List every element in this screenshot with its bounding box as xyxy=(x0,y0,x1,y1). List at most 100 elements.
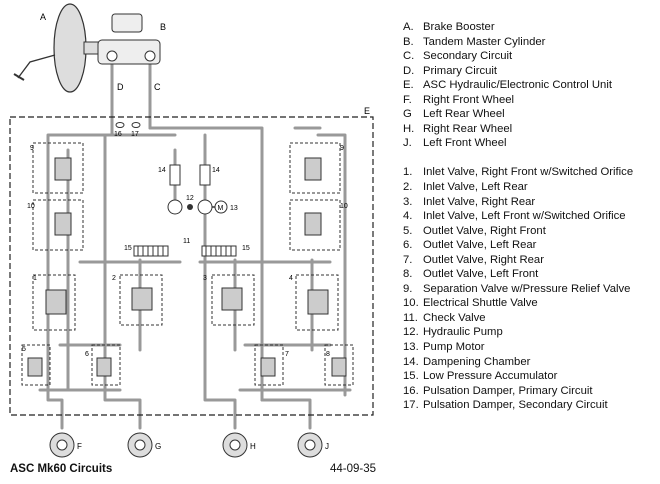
legend-text: Separation Valve w/Pressure Relief Valve xyxy=(423,282,631,295)
brake-booster xyxy=(13,3,101,93)
label-9a: 9 xyxy=(30,145,34,152)
legend-key: C. xyxy=(403,50,415,63)
label-6: 6 xyxy=(85,351,89,358)
legend-item: 7.Outlet Valve, Right Rear xyxy=(403,253,633,268)
legend-item: 2. Inlet Valve, Left Rear xyxy=(403,180,633,195)
legend-text: Outlet Valve, Right Front xyxy=(423,224,546,237)
legend-text: Outlet Valve, Right Rear xyxy=(423,253,544,266)
label-14b: 14 xyxy=(212,167,220,174)
label-D: D xyxy=(117,82,124,92)
low-pressure-accumulator-left xyxy=(133,245,169,257)
dampening-chamber-left xyxy=(169,164,181,186)
wheel-right-front xyxy=(49,432,75,458)
legend-key: 2. xyxy=(403,181,413,194)
legend-item: 6. Outlet Valve, Left Rear xyxy=(403,238,633,253)
figure-caption: ASC Mk60 Circuits xyxy=(10,463,113,475)
legend-item: 12. Hydraulic Pump xyxy=(403,325,633,340)
label-15a: 15 xyxy=(124,245,132,252)
legend-key: 6. xyxy=(403,239,413,252)
wheel-left-rear xyxy=(127,432,153,458)
hydraulic-lines xyxy=(38,58,352,430)
legend-key: 12. xyxy=(403,326,419,339)
legend-key: 15. xyxy=(403,370,419,383)
legend-item: 13.Pump Motor xyxy=(403,340,633,355)
legend-text: Inlet Valve, Left Rear xyxy=(423,181,528,194)
legend-key: 14. xyxy=(403,355,419,368)
legend-item: E.ASC Hydraulic/Electronic Control Unit xyxy=(403,78,633,93)
legend-text: Right Rear Wheel xyxy=(423,122,513,135)
label-14a: 14 xyxy=(158,167,166,174)
legend-text: Left Rear Wheel xyxy=(423,108,505,121)
legend-item: 1. Inlet Valve, Right Front w/Switched Or… xyxy=(403,165,633,180)
legend-key: 8. xyxy=(403,268,413,281)
legend-key: 17. xyxy=(403,399,419,412)
legend-key: A. xyxy=(403,21,414,33)
legend-text: Left Front Wheel xyxy=(423,137,507,150)
label-B: B xyxy=(160,22,166,32)
legend-text: Pump Motor xyxy=(423,341,485,354)
legend-text: Tandem Master Cylinder xyxy=(423,35,546,48)
legend-text: Inlet Valve, Left Front w/Switched Orifi… xyxy=(423,210,626,223)
label-13: 13 xyxy=(230,205,238,212)
figure-number: 44-09-35 xyxy=(330,463,377,475)
label-10a: 10 xyxy=(27,203,35,210)
legend-item: 11.Check Valve xyxy=(403,311,633,326)
label-F: F xyxy=(77,442,82,451)
legend-key: H. xyxy=(403,122,415,135)
label-4: 4 xyxy=(289,275,293,282)
legend-key: 5. xyxy=(403,224,413,237)
legend-item: C.Secondary Circuit xyxy=(403,49,633,64)
legend-key: D. xyxy=(403,64,415,77)
wheel-left-front xyxy=(297,432,323,458)
control-unit-boundary xyxy=(9,116,374,416)
legend-key: 4. xyxy=(403,210,413,223)
legend-text: ASC Hydraulic/Electronic Control Unit xyxy=(423,79,612,92)
legend-text: Hydraulic Pump xyxy=(423,326,503,339)
legend-text: Primary Circuit xyxy=(423,64,498,77)
legend-key: J. xyxy=(403,137,412,150)
legend-text: Check Valve xyxy=(423,311,486,324)
legend-text: Right Front Wheel xyxy=(423,93,515,106)
valve-boxes xyxy=(21,142,354,386)
legend-item: F. Right Front Wheel xyxy=(403,93,633,108)
legend-item: 8. Outlet Valve, Left Front xyxy=(403,267,633,282)
label-1: 1 xyxy=(33,275,37,282)
label-3: 3 xyxy=(203,275,207,282)
legend-text: Pulsation Damper, Primary Circuit xyxy=(423,384,593,397)
legend-item: J. Left Front Wheel xyxy=(403,136,633,151)
label-8: 8 xyxy=(326,351,330,358)
legend-text: Inlet Valve, Right Front w/Switched Orif… xyxy=(423,166,634,179)
legend-spacer xyxy=(403,151,633,166)
legend-item: G Left Rear Wheel xyxy=(403,107,633,122)
legend-key: 1. xyxy=(403,166,413,179)
label-9b: 9 xyxy=(340,145,344,152)
legend-text: Pulsation Damper, Secondary Circuit xyxy=(423,399,608,412)
legend-item: H. Right Rear Wheel xyxy=(403,122,633,137)
label-7: 7 xyxy=(285,351,289,358)
pulsation-damper-secondary xyxy=(131,122,141,128)
legend-item: 3.Inlet Valve, Right Rear xyxy=(403,195,633,210)
label-C: C xyxy=(154,82,161,92)
legend-item: 5. Outlet Valve, Right Front xyxy=(403,224,633,239)
legend-item: A.Brake Booster xyxy=(403,20,633,35)
legend-key: G xyxy=(403,108,412,121)
label-2: 2 xyxy=(112,275,116,282)
label-10b: 10 xyxy=(340,203,348,210)
legend-key: F. xyxy=(403,93,412,106)
pump-motor-icon xyxy=(214,200,228,214)
motor-symbol: M xyxy=(218,205,224,212)
legend-item: 4. Inlet Valve, Left Front w/Switched Ori… xyxy=(403,209,633,224)
legend-item: 14.Dampening Chamber xyxy=(403,355,633,370)
legend-item: 17. Pulsation Damper, Secondary Circuit xyxy=(403,398,633,413)
label-16: 16 xyxy=(114,131,122,138)
legend-key: 9. xyxy=(403,282,413,295)
legend-item: 15.Low Pressure Accumulator xyxy=(403,369,633,384)
legend-text: Outlet Valve, Left Rear xyxy=(423,239,537,252)
low-pressure-accumulator-right xyxy=(201,245,237,257)
legend-key: 10. xyxy=(403,297,419,310)
legend-text: Outlet Valve, Left Front xyxy=(423,268,539,281)
legend-text: Inlet Valve, Right Rear xyxy=(423,195,536,208)
wheel-right-rear xyxy=(222,432,248,458)
label-A: A xyxy=(40,12,46,22)
